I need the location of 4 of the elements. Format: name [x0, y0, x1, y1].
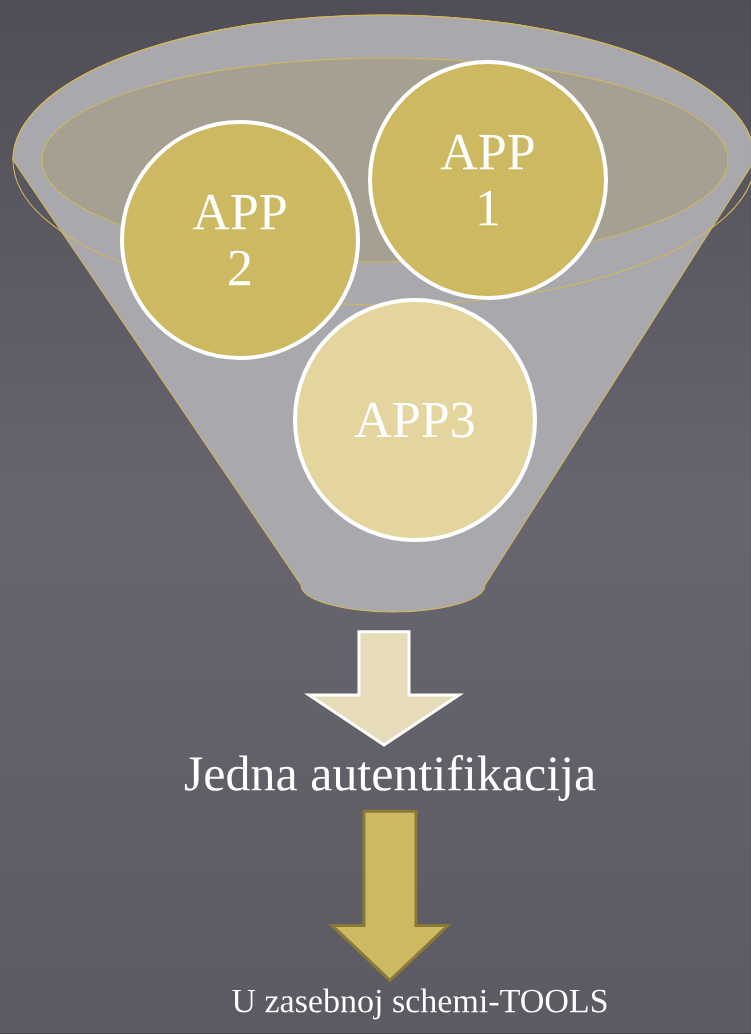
block-arrow [328, 809, 452, 983]
block-arrow [304, 630, 464, 747]
text-label: Jedna autentifikacija [184, 755, 596, 801]
text-label: U zasebnoj schemi-TOOLS [232, 988, 607, 1020]
